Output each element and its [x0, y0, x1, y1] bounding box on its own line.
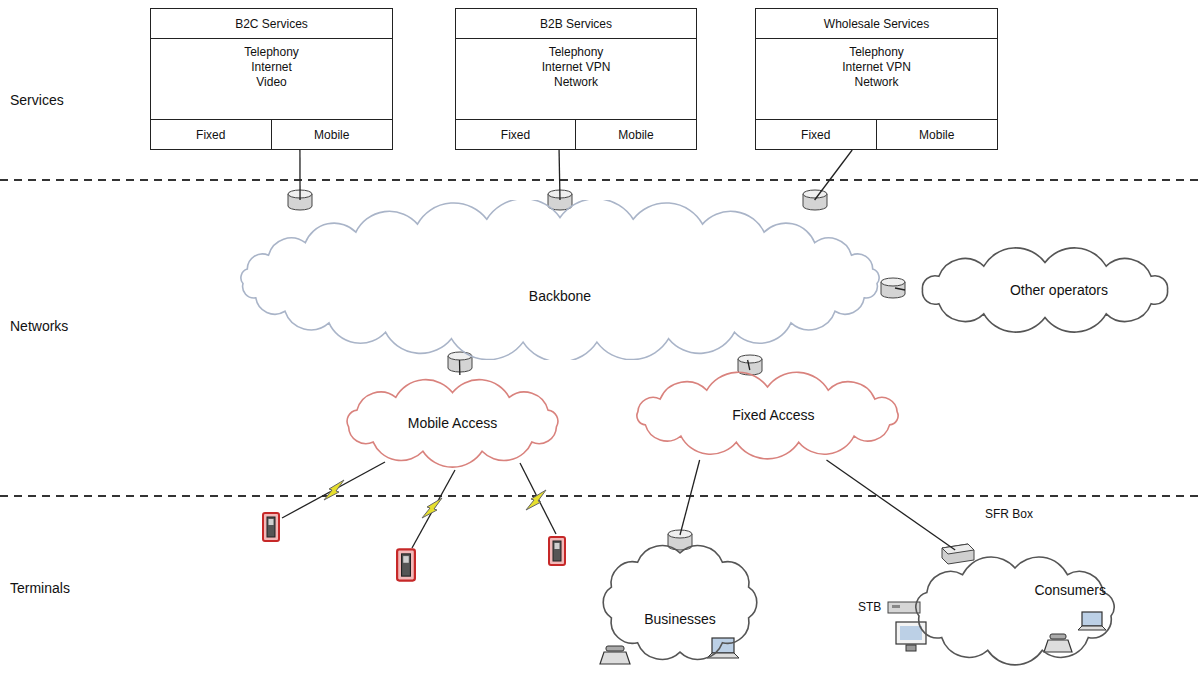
access-label: Mobile	[314, 128, 349, 142]
cloud-outline	[590, 535, 770, 670]
device-label: STB	[858, 600, 881, 614]
radio-link	[282, 462, 385, 518]
network-link	[299, 150, 300, 200]
layer-label: Networks	[10, 318, 68, 334]
service-box: Wholesale ServicesTelephony Internet VPN…	[755, 8, 998, 150]
cloud-outline	[900, 550, 1130, 670]
site-cloud: Consumers	[900, 550, 1130, 670]
network-link	[827, 460, 956, 550]
service-header: B2B Services	[456, 9, 696, 39]
radio-link	[412, 470, 455, 548]
cloud-outline	[225, 200, 895, 360]
radio-links	[282, 462, 556, 548]
cloud-label: Other operators	[1010, 282, 1108, 298]
mobile-phone	[397, 549, 415, 580]
cloud-outline-path	[637, 372, 898, 459]
cloud-label: Fixed Access	[732, 407, 814, 423]
laptop-icon	[1078, 612, 1106, 630]
mobile-phone	[263, 513, 279, 541]
service-list: Telephony Internet VPN Network	[756, 39, 997, 96]
network-link	[748, 360, 750, 370]
access-label: Fixed	[801, 128, 830, 142]
network-link	[558, 150, 560, 200]
desk-phone-icon	[1044, 634, 1072, 652]
cloud-label: Businesses	[644, 611, 716, 627]
service-items: Telephony Internet VPN Network	[835, 45, 919, 90]
access-cell: Fixed	[756, 119, 877, 149]
access-label: Mobile	[919, 128, 954, 142]
network-link	[815, 150, 853, 200]
access-cloud: Fixed Access	[620, 370, 915, 460]
network-link	[459, 360, 461, 375]
cloud-label: Mobile Access	[408, 415, 497, 431]
mobile-phone	[549, 537, 565, 565]
service-list: Telephony Internet Video	[151, 39, 392, 96]
sfr-box-device	[942, 544, 974, 564]
layer-label: Services	[10, 92, 64, 108]
device-label: SFR Box	[985, 507, 1033, 521]
network-link	[895, 288, 905, 290]
service-header: Wholesale Services	[756, 9, 997, 39]
access-cell: Mobile	[877, 119, 998, 149]
radio-link	[520, 463, 556, 534]
backbone-cloud: Backbone	[225, 200, 895, 360]
access-cell: Fixed	[456, 119, 576, 149]
service-header: B2C Services	[151, 9, 392, 39]
operator-cloud: Other operators	[905, 245, 1185, 335]
access-label: Mobile	[618, 128, 653, 142]
cloud-outline-path	[922, 248, 1167, 332]
separator-line	[0, 495, 1202, 497]
service-title: B2C Services	[235, 17, 308, 31]
cloud-outline-path	[241, 200, 879, 360]
cloud-label: Backbone	[529, 288, 591, 304]
service-box: B2C ServicesTelephony Internet VideoFixe…	[150, 8, 393, 150]
cloud-outline-path	[603, 546, 757, 660]
service-title: B2B Services	[540, 17, 612, 31]
routers	[288, 190, 905, 550]
access-label: Fixed	[196, 128, 225, 142]
access-cell: Mobile	[272, 119, 393, 149]
router-icon	[881, 278, 905, 298]
access-label: Fixed	[501, 128, 530, 142]
radio-bolt	[422, 498, 442, 518]
service-box: B2B ServicesTelephony Internet VPN Netwo…	[455, 8, 697, 150]
cloud-outline-path	[916, 557, 1114, 665]
cloud-label: Consumers	[1034, 582, 1106, 598]
layer-label: Terminals	[10, 580, 70, 596]
radio-bolt	[324, 480, 344, 500]
separator-line	[0, 179, 1202, 181]
network-link	[680, 460, 700, 535]
access-cell: Fixed	[151, 119, 272, 149]
access-cloud: Mobile Access	[330, 375, 575, 470]
desk-phone-icon	[600, 646, 630, 664]
cloud-outline-path	[347, 380, 558, 467]
access-cell: Mobile	[576, 119, 696, 149]
service-title: Wholesale Services	[824, 17, 929, 31]
service-items: Telephony Internet VPN Network	[534, 45, 618, 90]
radio-bolt	[526, 490, 546, 510]
computer-icon	[896, 622, 926, 651]
site-cloud: Businesses	[590, 535, 770, 670]
service-list: Telephony Internet VPN Network	[456, 39, 696, 96]
service-items: Telephony Internet Video	[240, 45, 304, 90]
